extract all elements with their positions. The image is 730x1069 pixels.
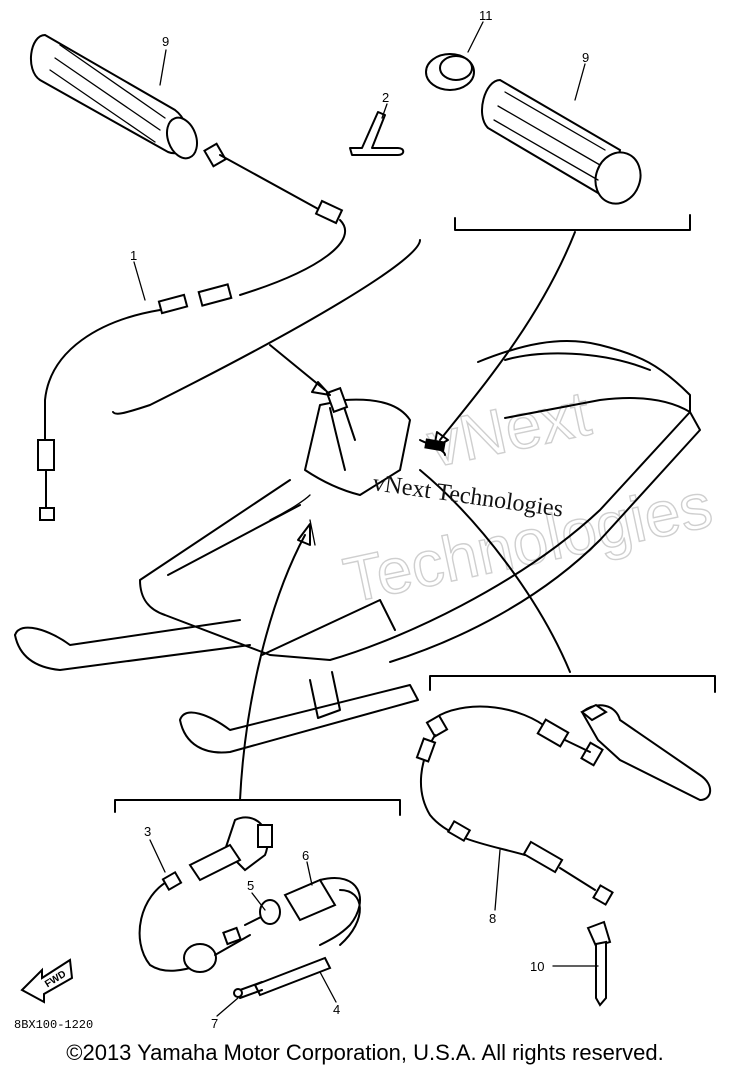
parts-diagram: vNext Technologies [14,8,719,1030]
leader-lines [239,231,576,801]
callout-grip-left: 9 [162,34,169,49]
callout-lead: 7 [211,1016,218,1030]
throttle-cable [37,142,347,521]
group-brackets [112,214,716,816]
clip [349,111,405,156]
callout-leaders [133,21,599,1017]
snowmobile-drawing [14,340,701,754]
callout-grip-right: 9 [582,50,589,65]
callout-brake-cable: 8 [489,911,496,926]
fwd-arrow: FWD [20,958,74,1004]
brake-lever [580,703,712,802]
part-code: 8BX100-1220 [14,1018,94,1032]
grip-left [29,33,198,160]
callout-band: 10 [530,959,544,974]
callout-switch-housing: 6 [302,848,309,863]
brake-cable [415,705,614,906]
callout-throttle-cable: 1 [130,248,137,263]
callout-switch-ring: 5 [247,878,254,893]
callout-clip: 2 [382,90,389,105]
grip-right [481,78,642,205]
callout-tube: 4 [333,1002,340,1017]
ring [425,53,475,91]
copyright-notice: ©2013 Yamaha Motor Corporation, U.S.A. A… [66,1040,664,1065]
callout-ring: 11 [479,8,493,23]
callout-switch-cable: 3 [144,824,151,839]
band [586,920,612,1007]
switch-cable-assembly [138,816,361,999]
